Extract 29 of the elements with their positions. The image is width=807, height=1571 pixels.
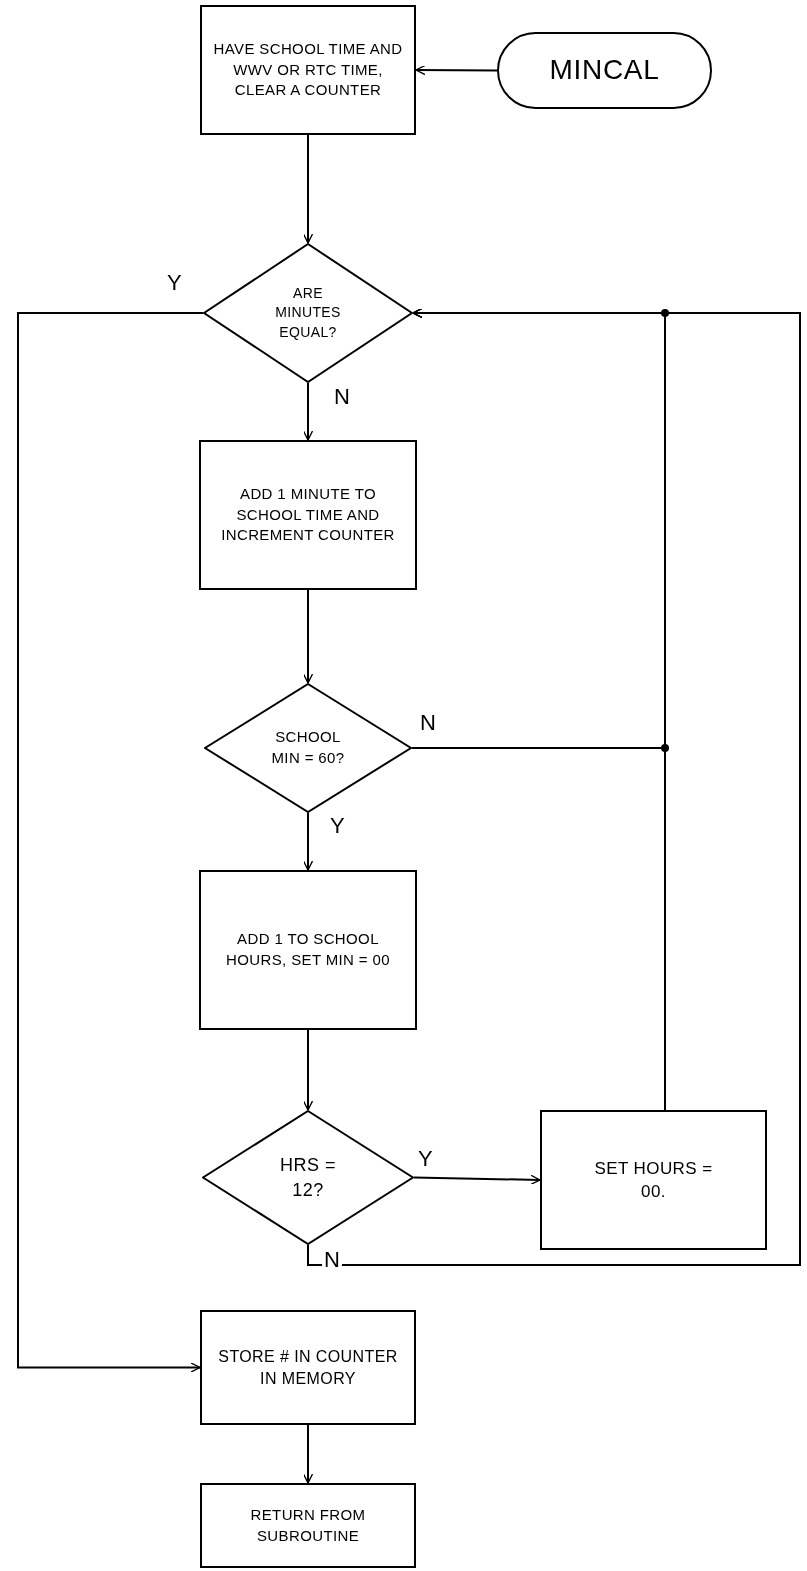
decision-diamond bbox=[202, 1110, 414, 1245]
connector-arrow bbox=[302, 1424, 314, 1484]
node-label: MINCAL bbox=[548, 53, 661, 88]
connector-arrow bbox=[302, 812, 314, 871]
process-box bbox=[199, 440, 417, 590]
connector-arrow bbox=[302, 1029, 314, 1111]
connector-arrow bbox=[302, 382, 314, 441]
decision-diamond bbox=[204, 683, 412, 813]
connector-arrow bbox=[302, 134, 314, 244]
node-label: HAVE SCHOOL TIME AND WWV OR RTC TIME, CLEAR A COUNTER bbox=[212, 39, 404, 101]
connector-arrow bbox=[307, 307, 801, 1266]
node-label: STORE # IN COUNTER IN MEMORY bbox=[218, 1346, 398, 1389]
node-label: ARE MINUTES EQUAL? bbox=[274, 284, 342, 342]
node-label: RETURN FROM SUBROUTINE bbox=[249, 1504, 367, 1546]
process-box bbox=[199, 870, 417, 1030]
connector-arrow bbox=[17, 312, 204, 1373]
decision-diamond bbox=[203, 243, 413, 383]
node-label: ADD 1 TO SCHOOL HOURS, SET MIN = 00 bbox=[225, 929, 391, 970]
connector-arrow bbox=[413, 1174, 541, 1185]
node-label: HRS = 12? bbox=[279, 1153, 337, 1202]
connector-arrow bbox=[302, 589, 314, 684]
node-label: SCHOOL MIN = 60? bbox=[270, 727, 346, 768]
process-box bbox=[200, 1310, 416, 1425]
process-box bbox=[540, 1110, 767, 1250]
node-label: ADD 1 MINUTE TO SCHOOL TIME AND INCREMENT COUNTER bbox=[220, 484, 396, 546]
process-box bbox=[200, 1483, 416, 1568]
node-label: SET HOURS = 00. bbox=[593, 1157, 714, 1203]
connector-arrow bbox=[415, 64, 498, 76]
process-box bbox=[200, 5, 416, 135]
